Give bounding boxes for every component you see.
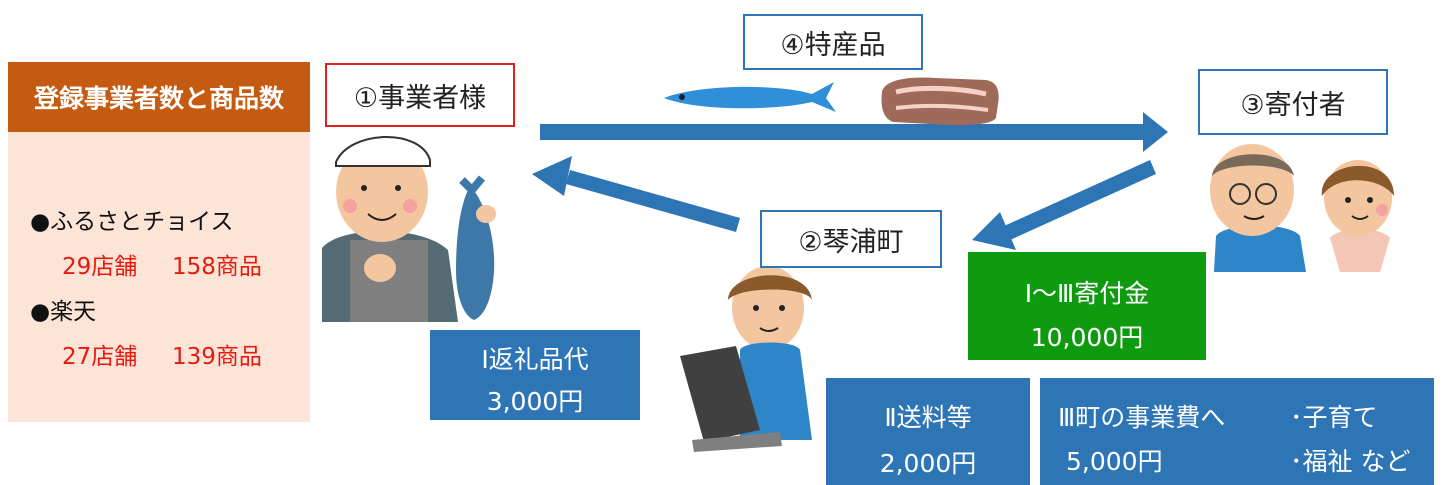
project-cost-amount: 5,000円 (1066, 447, 1163, 476)
gift-cost-amount: 3,000円 (486, 387, 584, 416)
meat-icon (881, 77, 999, 126)
node-donor: ③寄付者 (1198, 69, 1388, 135)
arrow-business-to-donor (540, 112, 1168, 152)
project-cost-box: Ⅲ町の事業費へ ･子育て 5,000円 ･福祉 など (1040, 378, 1434, 485)
platform-furusato-choice: ●ふるさとチョイス (30, 209, 234, 235)
project-use-welfare: ･福祉 など (1290, 447, 1411, 476)
furusato-choice-products: 158商品 (172, 254, 262, 280)
donors-illustration (1210, 144, 1394, 272)
arrow-town-to-business (532, 156, 740, 232)
donation-label: Ⅰ～Ⅲ寄付金 (1024, 279, 1150, 308)
donation-amount: 10,000円 (1030, 323, 1144, 352)
platform-rakuten: ●楽天 (30, 299, 97, 325)
node-business: ①事業者様 (325, 63, 515, 127)
gift-cost-label: Ⅰ返礼品代 (481, 345, 589, 374)
stats-panel (8, 132, 310, 422)
clerk-illustration (680, 266, 812, 452)
arrow-donor-to-town (972, 160, 1156, 250)
furusato-choice-stores: 29店舗 (62, 254, 138, 280)
project-cost-label: Ⅲ町の事業費へ (1058, 403, 1226, 432)
shipping-amount: 2,000円 (879, 449, 977, 478)
donation-box: Ⅰ～Ⅲ寄付金 10,000円 (968, 252, 1206, 360)
stats-panel-header: 登録事業者数と商品数 (8, 62, 310, 132)
project-use-childcare: ･子育て (1290, 403, 1378, 432)
node-town: ②琴浦町 (760, 210, 942, 268)
rakuten-stores: 27店舗 (62, 344, 138, 370)
fish-icon (664, 82, 836, 112)
gift-cost-box: Ⅰ返礼品代 3,000円 (430, 330, 640, 420)
fisherman-illustration (322, 136, 496, 322)
rakuten-products: 139商品 (172, 344, 262, 370)
node-specialty: ④特産品 (743, 14, 923, 70)
shipping-box: Ⅱ送料等 2,000円 (826, 378, 1030, 485)
shipping-label: Ⅱ送料等 (884, 403, 972, 432)
